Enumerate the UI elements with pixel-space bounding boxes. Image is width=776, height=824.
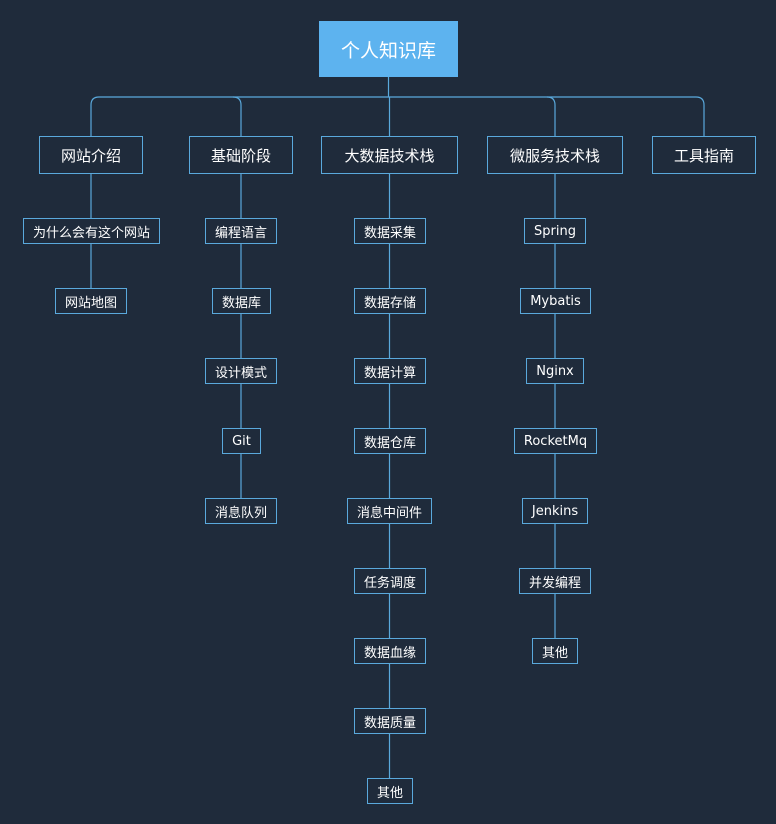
leaf-node[interactable]: 数据存储 xyxy=(354,288,426,314)
leaf-node[interactable]: 数据采集 xyxy=(354,218,426,244)
leaf-node[interactable]: Spring xyxy=(524,218,586,244)
leaf-node[interactable]: Nginx xyxy=(526,358,584,384)
leaf-node[interactable]: 消息中间件 xyxy=(347,498,432,524)
leaf-node[interactable]: 数据计算 xyxy=(354,358,426,384)
category-node[interactable]: 基础阶段 xyxy=(189,136,293,174)
category-node[interactable]: 大数据技术栈 xyxy=(321,136,458,174)
leaf-node[interactable]: 消息队列 xyxy=(205,498,277,524)
leaf-node[interactable]: Jenkins xyxy=(522,498,588,524)
category-bus-line xyxy=(90,96,705,136)
leaf-node[interactable]: 其他 xyxy=(367,778,413,804)
category-drop-line xyxy=(232,96,242,136)
category-node[interactable]: 工具指南 xyxy=(652,136,756,174)
category-node[interactable]: 微服务技术栈 xyxy=(487,136,623,174)
category-node[interactable]: 网站介绍 xyxy=(39,136,143,174)
leaf-node[interactable]: Mybatis xyxy=(520,288,591,314)
root-node[interactable]: 个人知识库 xyxy=(319,21,458,77)
leaf-node[interactable]: 数据血缘 xyxy=(354,638,426,664)
leaf-node[interactable]: 数据仓库 xyxy=(354,428,426,454)
leaf-node[interactable]: 任务调度 xyxy=(354,568,426,594)
leaf-node[interactable]: Git xyxy=(222,428,261,454)
leaf-node[interactable]: RocketMq xyxy=(514,428,597,454)
leaf-node[interactable]: 网站地图 xyxy=(55,288,127,314)
leaf-node[interactable]: 数据质量 xyxy=(354,708,426,734)
leaf-node[interactable]: 其他 xyxy=(532,638,578,664)
leaf-node[interactable]: 编程语言 xyxy=(205,218,277,244)
category-drop-line xyxy=(546,96,556,136)
leaf-node[interactable]: 设计模式 xyxy=(205,358,277,384)
leaf-node[interactable]: 并发编程 xyxy=(519,568,591,594)
leaf-node[interactable]: 为什么会有这个网站 xyxy=(23,218,160,244)
leaf-node[interactable]: 数据库 xyxy=(212,288,271,314)
